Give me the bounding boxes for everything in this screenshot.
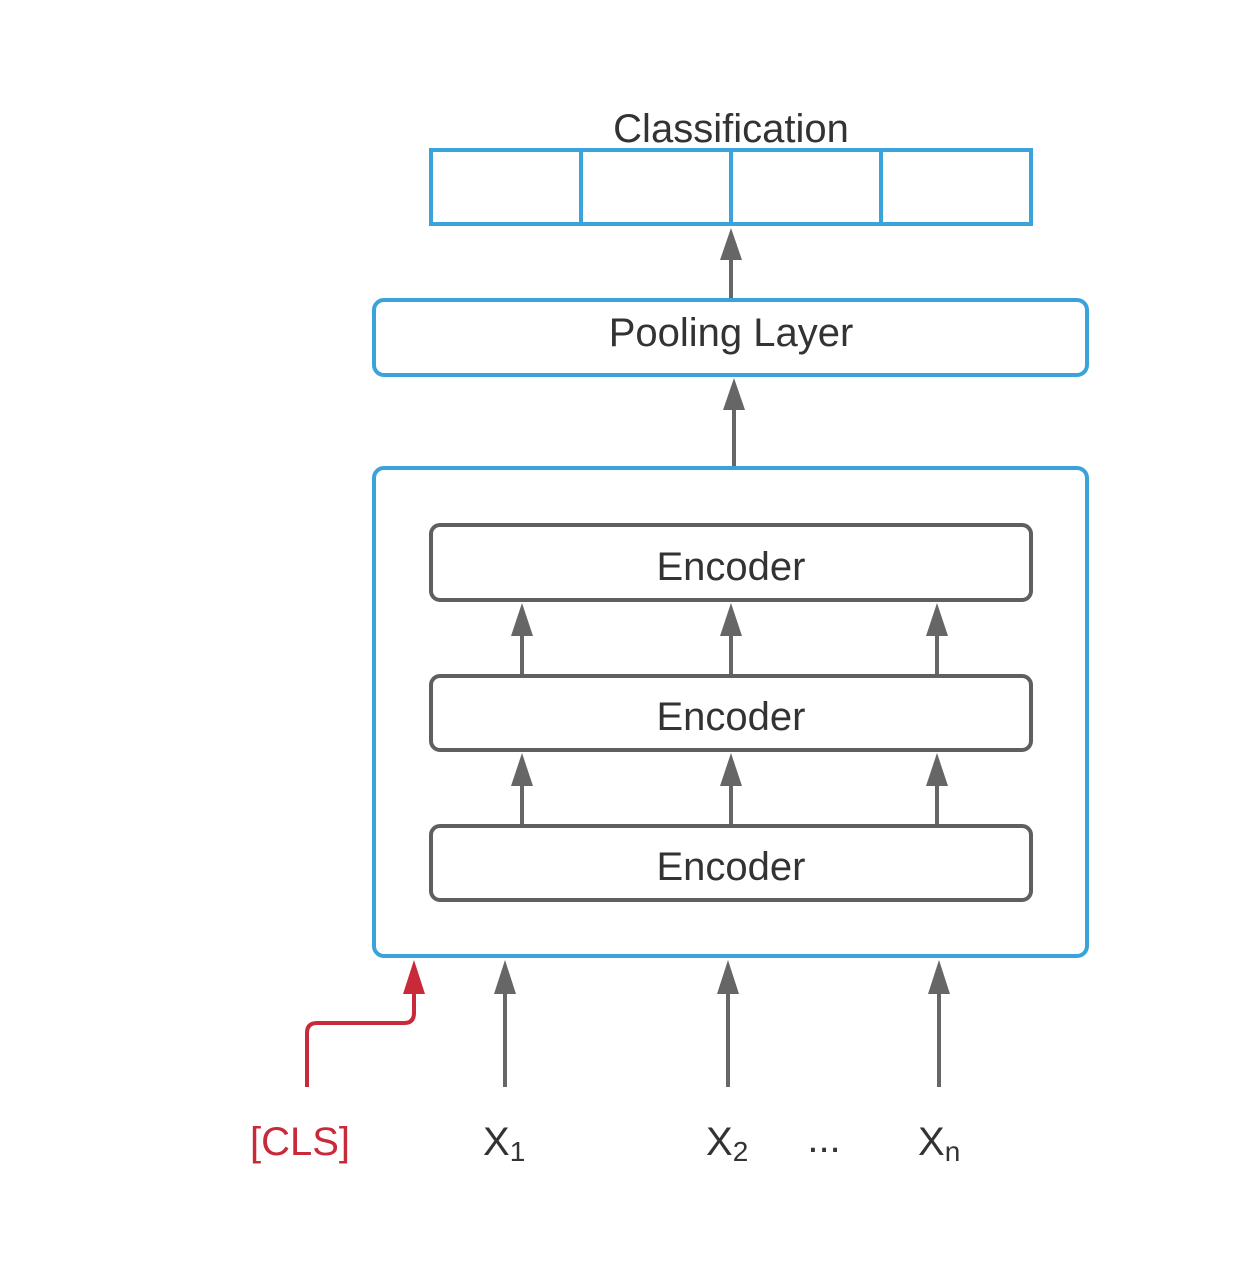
encoder-box-top	[429, 523, 1033, 602]
pooling-layer-label: Pooling Layer	[609, 311, 854, 355]
encoder-label-middle: Encoder	[657, 695, 806, 739]
input-x2-subscript: 2	[733, 1136, 749, 1167]
encoder-box-middle	[429, 674, 1033, 752]
encoder-label-bottom: Encoder	[657, 845, 806, 889]
arrow-x1-to-encoder-stack	[494, 960, 516, 1087]
classification-title: Classification	[613, 107, 849, 151]
pooling-layer-box	[372, 298, 1089, 377]
input-xn-subscript: n	[945, 1136, 961, 1167]
input-x1-label: X1	[483, 1120, 525, 1167]
cls-token-label: [CLS]	[250, 1120, 350, 1164]
encoder-label-top: Encoder	[657, 545, 806, 589]
arrow-x2-to-encoder-stack	[717, 960, 739, 1087]
arrow-cls-to-encoder-stack	[305, 960, 425, 1087]
input-x2-base: X	[706, 1120, 733, 1164]
arrow-xn-to-encoder-stack	[928, 960, 950, 1087]
input-xn-label: Xn	[918, 1120, 960, 1167]
output-cell-3	[729, 148, 883, 226]
input-x2-label: X2	[706, 1120, 748, 1167]
output-cell-2	[579, 148, 733, 226]
arrow-encoder-stack-to-pooling	[723, 378, 745, 466]
input-x1-base: X	[483, 1120, 510, 1164]
encoder-box-bottom	[429, 824, 1033, 902]
input-ellipsis: ...	[807, 1117, 840, 1161]
input-x1-subscript: 1	[510, 1136, 526, 1167]
input-xn-base: X	[918, 1120, 945, 1164]
arrow-pooling-to-classification	[720, 228, 742, 298]
arrows-bottom-to-middle-encoder	[511, 753, 948, 824]
arrows-middle-to-top-encoder	[511, 603, 948, 674]
output-cell-1	[429, 148, 583, 226]
classification-output-vector	[429, 148, 1033, 226]
output-cell-4	[879, 148, 1033, 226]
